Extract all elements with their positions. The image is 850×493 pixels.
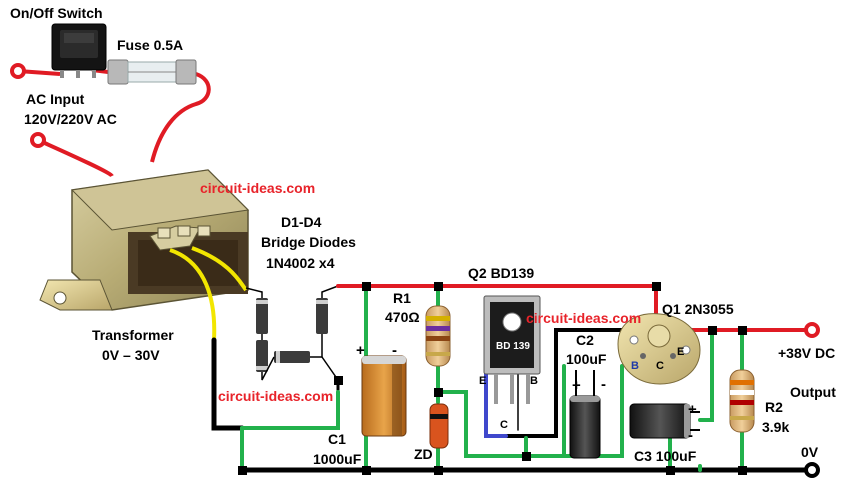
label-c1-val: 1000uF (313, 451, 362, 467)
label-output: Output (790, 384, 836, 400)
junctions (238, 282, 747, 475)
on-off-switch[interactable] (51, 23, 107, 78)
label-diodes-name: Bridge Diodes (261, 234, 356, 250)
label-q2: Q2 BD139 (468, 265, 535, 281)
transistor-q2 (483, 295, 541, 404)
c1-minus-mark: - (392, 342, 397, 359)
q2-pin-b: B (530, 375, 538, 387)
label-r1-val: 470Ω (385, 309, 420, 325)
c3-minus-mark: - (688, 427, 693, 444)
q2-pin-e: E (479, 375, 487, 387)
ac-wire-bottom (37, 138, 114, 178)
diode-d1 (256, 298, 268, 334)
label-ac-voltage: 120V/220V AC (24, 111, 117, 127)
q1-pin-c: C (656, 360, 664, 372)
transformer-secondary-wires (169, 246, 248, 341)
label-diodes-part: 1N4002 x4 (266, 255, 335, 271)
c1-plus-mark: + (356, 342, 365, 359)
ground-rail (211, 337, 245, 431)
ac-wire-fuse-transformer (150, 72, 211, 163)
capacitor-c3 (629, 403, 700, 439)
label-diodes-ref: D1-D4 (281, 214, 322, 230)
label-r1-ref: R1 (393, 290, 411, 306)
capacitor-c2 (569, 370, 601, 459)
watermark-top: circuit-ideas.com (200, 180, 316, 196)
label-switch: On/Off Switch (10, 5, 103, 21)
label-fuse: Fuse 0.5A (117, 37, 184, 53)
label-c2-ref: C2 (576, 332, 594, 348)
label-transformer: Transformer (92, 327, 174, 343)
resistor-r1 (425, 305, 451, 367)
q1-pin-b: B (631, 360, 639, 372)
capacitor-c1 (361, 355, 407, 437)
output-terminal-ground[interactable] (804, 462, 820, 478)
c3-plus-mark: + (688, 401, 697, 418)
ac-terminal-bottom[interactable] (30, 132, 46, 148)
q2-body-marking: BD 139 (496, 341, 530, 352)
transformer (39, 169, 250, 311)
label-out-v: +38V DC (778, 345, 836, 361)
label-ac-input: AC Input (26, 91, 85, 107)
label-zd: ZD (414, 446, 433, 462)
label-c3: C3 100uF (634, 448, 697, 464)
label-r2-val: 3.9k (762, 419, 790, 435)
resistor-r2 (729, 369, 755, 433)
label-c1-ref: C1 (328, 431, 346, 447)
label-zero-v: 0V (801, 444, 819, 460)
collector-link (504, 328, 640, 438)
fuse (107, 59, 197, 85)
diode-d2 (316, 298, 328, 334)
diode-d4 (256, 340, 268, 372)
watermark-middle: circuit-ideas.com (526, 310, 642, 326)
diode-d3 (274, 351, 310, 363)
q2-emitter-wire (484, 370, 508, 438)
q2-pin-c: C (500, 419, 508, 431)
transistor-q1 (617, 313, 701, 385)
zener-diode (429, 403, 449, 449)
watermark-bottom: circuit-ideas.com (218, 388, 334, 404)
label-c2-val: 100uF (566, 351, 607, 367)
c2-plus-mark: + (572, 377, 581, 394)
output-terminal-positive[interactable] (804, 322, 820, 338)
label-r2-ref: R2 (765, 399, 783, 415)
q1-pin-e: E (677, 346, 685, 358)
c2-minus-mark: - (601, 376, 606, 393)
label-q1: Q1 2N3055 (662, 301, 734, 317)
label-transformer-v: 0V – 30V (102, 347, 160, 363)
bridge-rectifier (245, 285, 339, 381)
ac-terminal-top[interactable] (10, 63, 26, 79)
